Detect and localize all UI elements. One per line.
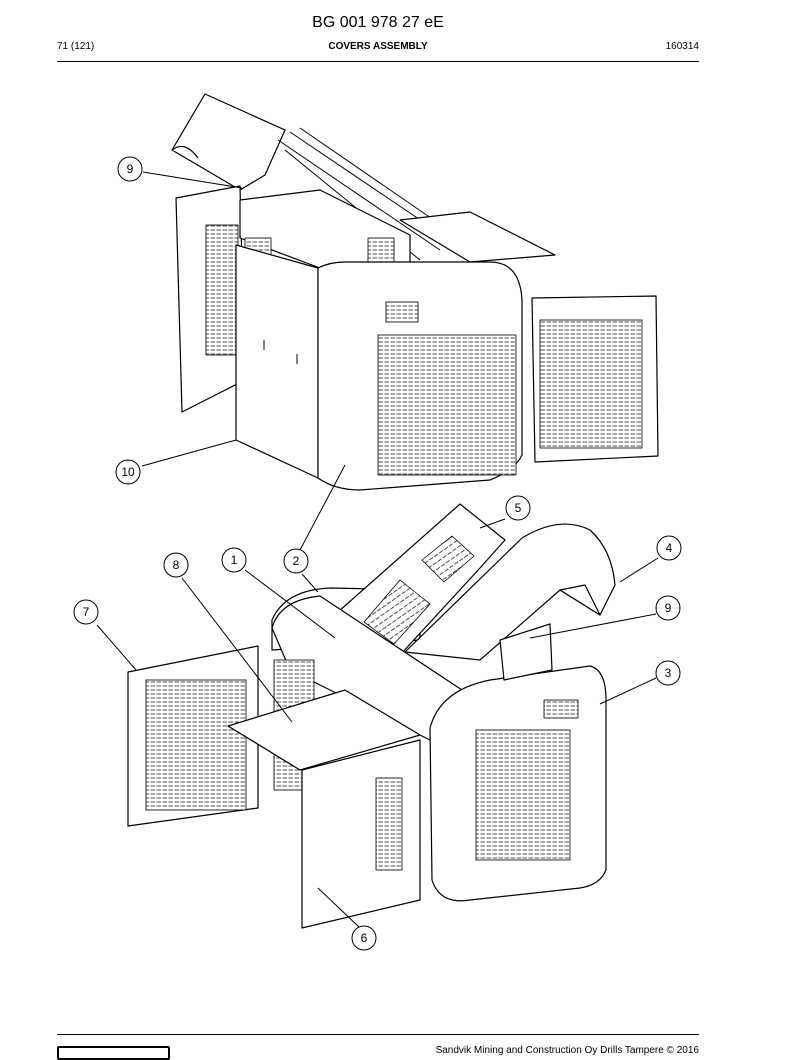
svg-text:8: 8 — [173, 558, 180, 572]
callout-7: 7 — [73, 599, 99, 625]
upper-gas-struts — [277, 127, 461, 261]
svg-text:2: 2 — [293, 554, 300, 568]
callout-6: 6 — [351, 925, 377, 951]
callout-3: 3 — [655, 660, 681, 686]
section-title: COVERS ASSEMBLY — [328, 41, 428, 52]
callout-2: 2 — [283, 548, 309, 574]
company-logo — [57, 1046, 170, 1060]
upper-assembly — [171, 93, 659, 491]
svg-text:6: 6 — [361, 931, 368, 945]
lower-assembly — [127, 503, 616, 929]
svg-text:4: 4 — [666, 541, 673, 555]
callout-10: 10 — [115, 459, 141, 485]
upper-roof-cover — [171, 93, 286, 191]
lower-lid — [227, 689, 421, 771]
footer-rule — [57, 1034, 699, 1035]
upper-rear-lid — [399, 211, 556, 263]
svg-text:7: 7 — [83, 605, 90, 619]
svg-text:3: 3 — [665, 666, 672, 680]
page-reference: 71 (121) — [57, 41, 95, 52]
leader-lines — [96, 171, 659, 929]
revision-code: 160314 — [665, 41, 699, 52]
svg-text:9: 9 — [665, 601, 672, 615]
header-rule — [57, 61, 699, 62]
svg-text:5: 5 — [515, 501, 522, 515]
svg-text:9: 9 — [127, 162, 134, 176]
lower-rear-curved-cover — [404, 523, 616, 661]
callout-9-lower: 9 — [655, 595, 681, 621]
callout-4: 4 — [656, 535, 682, 561]
document-number: BG 001 978 27 eE — [312, 14, 444, 31]
callout-8: 8 — [163, 552, 189, 578]
svg-text:10: 10 — [121, 465, 135, 479]
callout-9-upper: 9 — [117, 156, 143, 182]
footer-copyright: Sandvik Mining and Construction Oy Drill… — [435, 1045, 699, 1056]
lower-internal-strut — [499, 623, 553, 681]
svg-text:1: 1 — [231, 553, 238, 567]
upper-side-panel — [235, 244, 319, 479]
callout-5: 5 — [505, 495, 531, 521]
callout-1: 1 — [221, 547, 247, 573]
